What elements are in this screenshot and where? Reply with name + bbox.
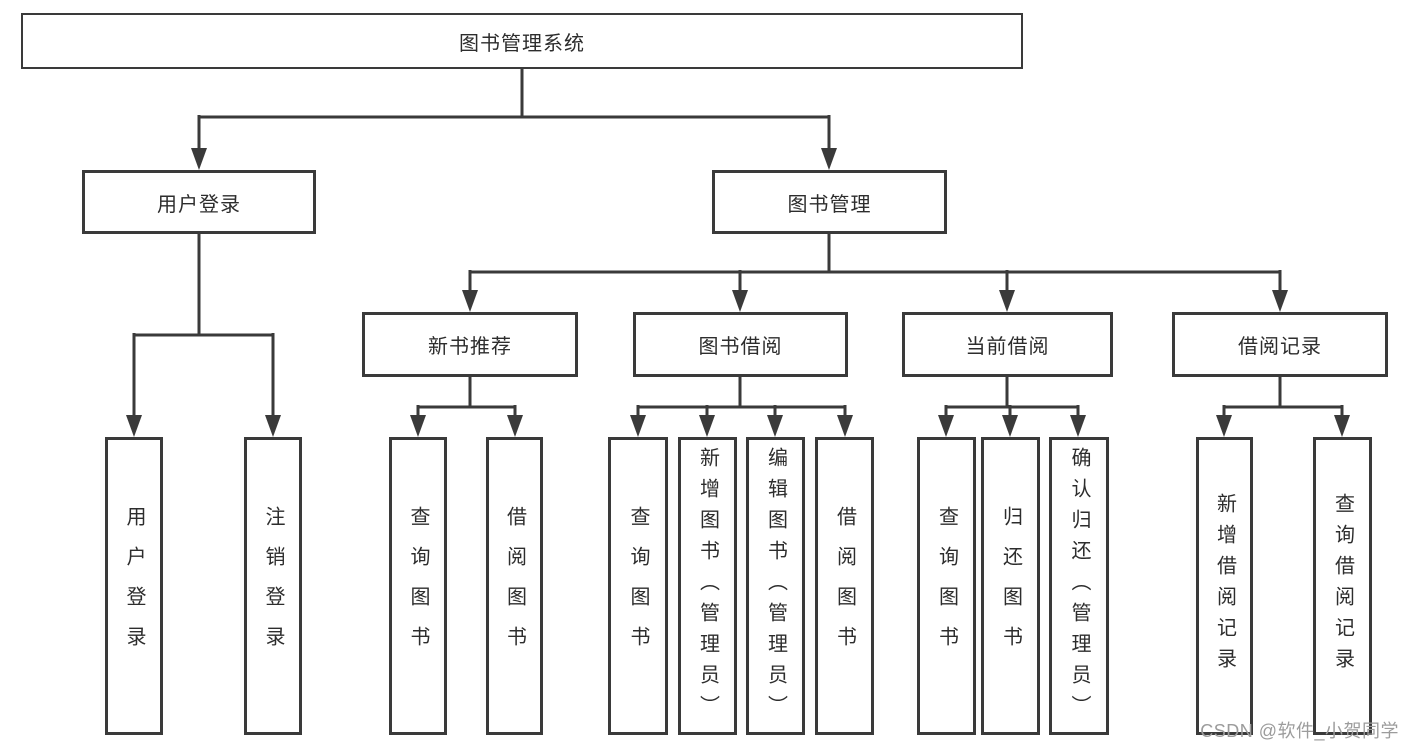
leaf-cur-confirm-return-label: 确认归还（管理员） <box>1068 446 1090 726</box>
node-current-borrow: 当前借阅 <box>902 312 1113 377</box>
arrowhead-login <box>191 148 207 170</box>
arrowhead-nb-borrow <box>507 415 523 437</box>
node-book-mgmt: 图书管理 <box>712 170 947 234</box>
node-current-borrow-label: 当前借阅 <box>965 336 1050 358</box>
arrowhead-user-login <box>126 415 142 437</box>
leaf-rec-add-record: 新增借阅记录 <box>1196 437 1253 735</box>
arrowhead-nb-query <box>410 415 426 437</box>
arrowhead-mgmt <box>821 148 837 170</box>
leaf-bw-add-books: 新增图书（管理员） <box>678 437 737 735</box>
node-book-mgmt-label: 图书管理 <box>787 193 872 216</box>
leaf-cur-query-books-label: 查询图书 <box>935 506 958 666</box>
leaf-bw-borrow-books: 借阅图书 <box>815 437 874 735</box>
arrowhead-cur-confirm <box>1070 415 1086 437</box>
node-borrow-records: 借阅记录 <box>1172 312 1388 377</box>
leaf-rec-add-record-label: 新增借阅记录 <box>1213 493 1236 679</box>
arrowhead-bw-borrow <box>837 415 853 437</box>
leaf-cur-return-books: 归还图书 <box>981 437 1040 735</box>
leaf-bw-add-books-label: 新增图书（管理员） <box>696 446 719 726</box>
node-book-borrow: 图书借阅 <box>633 312 848 377</box>
arrowhead-records <box>1272 290 1288 312</box>
arrowhead-newbooks <box>462 290 478 312</box>
watermark: CSDN @软件_小贺同学 <box>1200 721 1399 741</box>
arrowhead-logout <box>265 415 281 437</box>
node-root: 图书管理系统 <box>21 13 1023 69</box>
leaf-bw-edit-books-label: 编辑图书（管理员） <box>764 446 787 726</box>
arrowhead-cur-query <box>938 415 954 437</box>
connector-root-to-level2 <box>197 69 831 150</box>
arrowhead-bw-query <box>630 415 646 437</box>
leaf-bw-borrow-books-label: 借阅图书 <box>833 506 856 666</box>
leaf-bw-edit-books: 编辑图书（管理员） <box>746 437 805 735</box>
node-borrow-records-label: 借阅记录 <box>1238 336 1322 358</box>
leaf-nb-query-books-label: 查询图书 <box>407 506 429 666</box>
leaf-bw-query-books: 查询图书 <box>608 437 668 735</box>
leaf-logout-label: 注销登录 <box>262 506 284 666</box>
connector-current-to-children <box>944 377 1080 417</box>
leaf-cur-return-books-label: 归还图书 <box>999 506 1022 666</box>
connector-mgmt-to-level3 <box>468 234 1282 292</box>
leaf-user-login-label: 用户登录 <box>123 506 145 666</box>
leaf-rec-query-record: 查询借阅记录 <box>1313 437 1372 735</box>
node-login: 用户登录 <box>82 170 316 234</box>
leaf-user-login: 用户登录 <box>105 437 163 735</box>
arrowhead-bw-edit <box>767 415 783 437</box>
node-new-book-recommend: 新书推荐 <box>362 312 578 377</box>
leaf-bw-query-books-label: 查询图书 <box>627 506 649 666</box>
arrowhead-rec-add <box>1216 415 1232 437</box>
leaf-rec-query-record-label: 查询借阅记录 <box>1331 493 1354 679</box>
connector-records-to-children <box>1222 377 1344 417</box>
leaf-logout: 注销登录 <box>244 437 302 735</box>
arrowhead-cur-return <box>1002 415 1018 437</box>
leaf-nb-borrow-books: 借阅图书 <box>486 437 543 735</box>
leaf-nb-borrow-books-label: 借阅图书 <box>503 506 526 666</box>
leaf-nb-query-books: 查询图书 <box>389 437 447 735</box>
arrowhead-current <box>999 290 1015 312</box>
connector-login-to-children <box>132 234 275 417</box>
arrowhead-bw-add <box>699 415 715 437</box>
node-book-borrow-label: 图书借阅 <box>698 336 783 358</box>
arrowhead-rec-query <box>1334 415 1350 437</box>
leaf-cur-query-books: 查询图书 <box>917 437 976 735</box>
node-new-book-recommend-label: 新书推荐 <box>428 336 512 358</box>
connector-newbooks-to-children <box>416 377 517 417</box>
node-root-label: 图书管理系统 <box>459 32 585 55</box>
node-login-label: 用户登录 <box>157 193 241 216</box>
leaf-cur-confirm-return: 确认归还（管理员） <box>1049 437 1109 735</box>
connector-borrow-to-children <box>636 377 847 417</box>
arrowhead-borrow <box>732 290 748 312</box>
